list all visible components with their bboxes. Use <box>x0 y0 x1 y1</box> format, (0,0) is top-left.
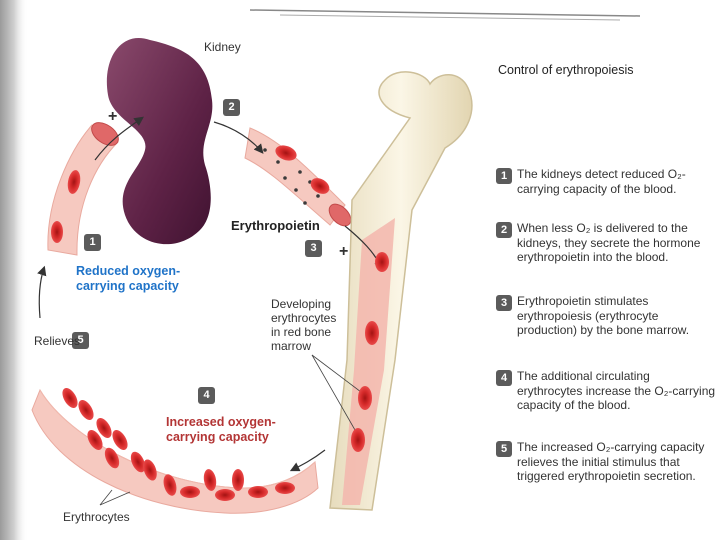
step-3-text: Erythropoietin stimulates erythropoiesis… <box>517 294 717 338</box>
step-badge-4: 4 <box>198 387 215 404</box>
reduced-capacity-line-2: carrying capacity <box>76 279 180 294</box>
kidney-label: Kidney <box>204 40 241 54</box>
reduced-capacity-label: Reduced oxygen- carrying capacity <box>76 264 180 294</box>
panel-title: Control of erythropoiesis <box>498 63 633 77</box>
erythrocytes-label: Erythrocytes <box>63 510 130 524</box>
lower-blood-vessel <box>32 390 318 513</box>
developing-erythrocytes-label: Developing erythrocytes in red bone marr… <box>271 297 336 353</box>
plus-sign-1: + <box>108 110 117 124</box>
bone <box>330 72 472 510</box>
developing-line-1: Developing <box>271 297 336 311</box>
step-2-number: 2 <box>496 222 512 238</box>
increased-capacity-line-2: carrying capacity <box>166 430 276 445</box>
step-2-text: When less O₂ is delivered to the kidneys… <box>517 221 717 265</box>
step-3-number: 3 <box>496 295 512 311</box>
increased-capacity-label: Increased oxygen- carrying capacity <box>166 415 276 445</box>
reduced-capacity-line-1: Reduced oxygen- <box>76 264 180 279</box>
step-badge-1: 1 <box>84 234 101 251</box>
erythropoietin-label: Erythropoietin <box>231 219 320 233</box>
step-4-number: 4 <box>496 370 512 386</box>
developing-line-4: marrow <box>271 339 336 353</box>
developing-line-3: in red bone <box>271 325 336 339</box>
relieves-label: Relieves <box>34 334 80 348</box>
step-5-number: 5 <box>496 441 512 457</box>
step-badge-2: 2 <box>223 99 240 116</box>
step-badge-3: 3 <box>305 240 322 257</box>
step-1-text: The kidneys detect reduced O₂-carrying c… <box>517 167 717 196</box>
step-5-text: The increased O₂-carrying capacity relie… <box>517 440 717 484</box>
increased-capacity-line-1: Increased oxygen- <box>166 415 276 430</box>
step-1-number: 1 <box>496 168 512 184</box>
kidney <box>107 38 213 244</box>
developing-line-2: erythrocytes <box>271 311 336 325</box>
step-4-text: The additional circulating erythrocytes … <box>517 369 717 413</box>
plus-sign-2: + <box>339 245 348 259</box>
